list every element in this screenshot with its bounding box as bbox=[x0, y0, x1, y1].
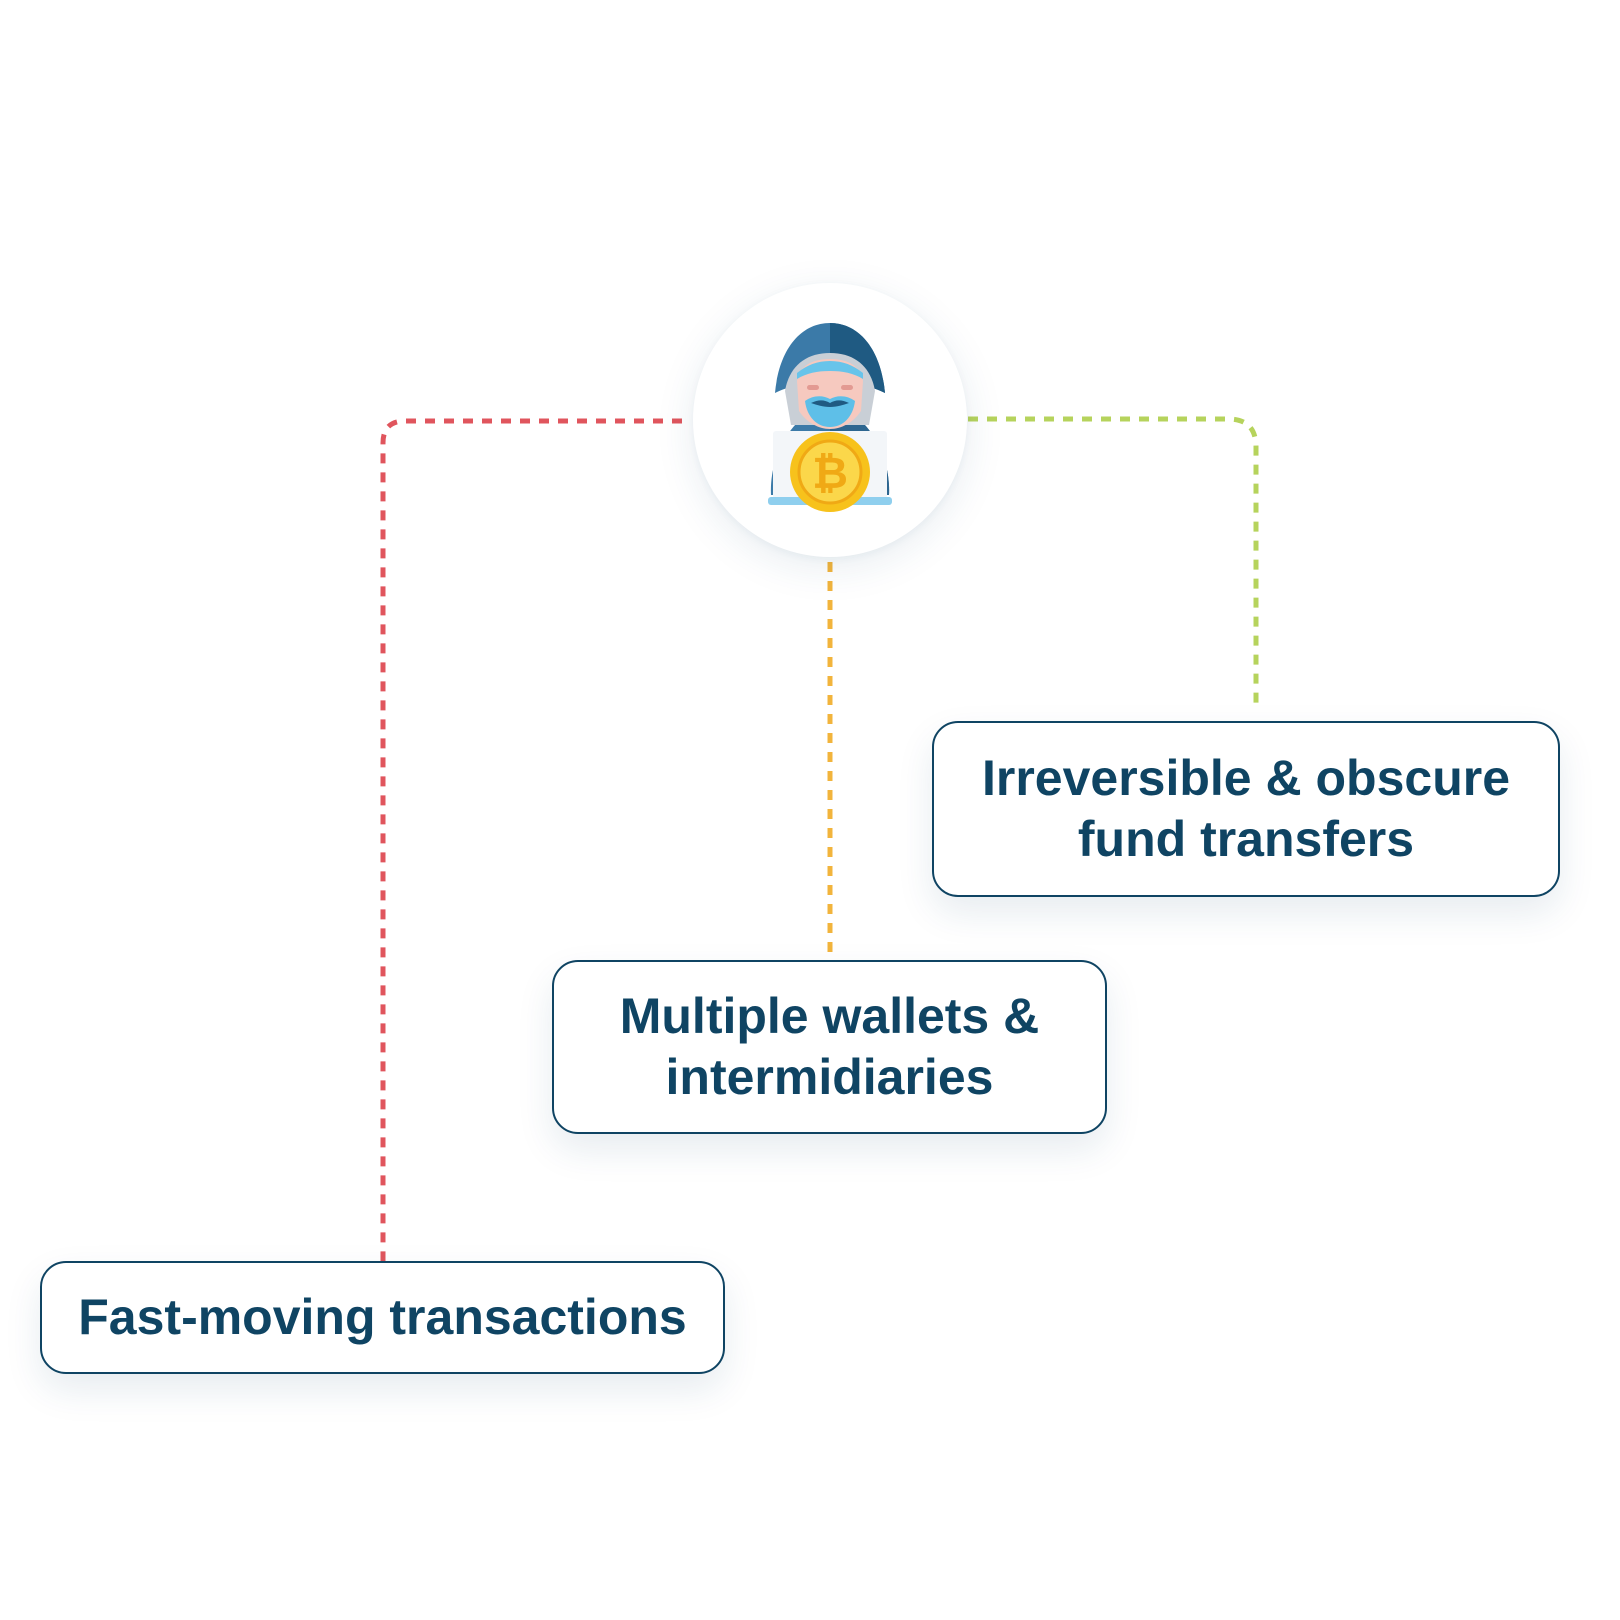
node-fast-moving-transactions: Fast-moving transactions bbox=[40, 1261, 725, 1374]
node-label-line1: Fast-moving transactions bbox=[78, 1289, 687, 1345]
node-label: Irreversible & obscure fund transfers bbox=[982, 748, 1510, 870]
node-label-line1: Multiple wallets & bbox=[619, 988, 1040, 1044]
node-label-line1: Irreversible & obscure bbox=[981, 750, 1511, 806]
node-label: Fast-moving transactions bbox=[78, 1287, 686, 1348]
bitcoin-symbol: ₿ bbox=[812, 448, 848, 499]
hooded-hacker-bitcoin-icon: ₿ bbox=[768, 323, 892, 512]
hub-circle: ₿ bbox=[693, 283, 967, 557]
node-label: Multiple wallets & intermidiaries bbox=[620, 986, 1040, 1108]
node-label-line2: intermidiaries bbox=[665, 1049, 994, 1105]
node-irreversible-transfers: Irreversible & obscure fund transfers bbox=[932, 721, 1560, 897]
connector-fast bbox=[380, 418, 682, 1261]
node-label-line2: fund transfers bbox=[1077, 811, 1415, 867]
node-multiple-wallets: Multiple wallets & intermidiaries bbox=[552, 960, 1107, 1134]
connector-irreversible bbox=[968, 416, 1259, 710]
